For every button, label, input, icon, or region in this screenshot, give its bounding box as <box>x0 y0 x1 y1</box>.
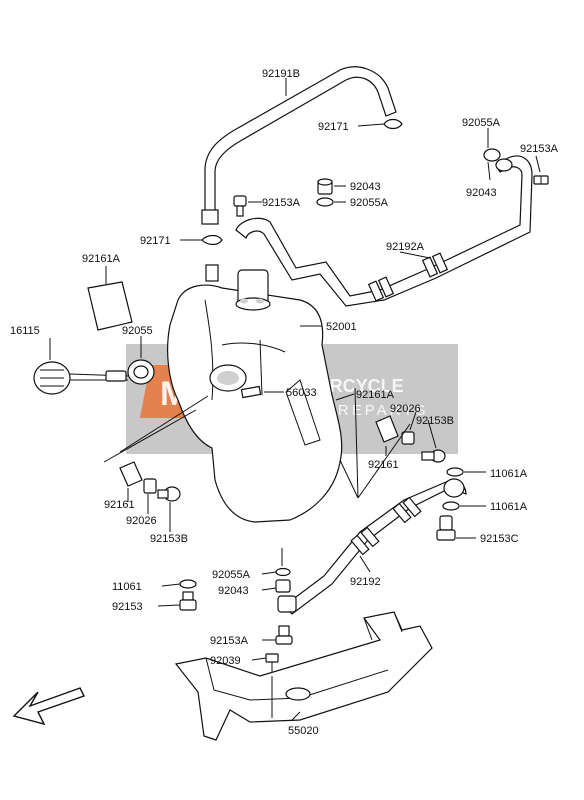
label-92161-left: 92161 <box>104 499 135 511</box>
hose-clamp-92171-top <box>383 118 403 130</box>
label-11061: 11061 <box>112 581 142 593</box>
label-92153a-mid: 92153A <box>262 197 301 209</box>
label-92153b-left: 92153B <box>150 533 188 545</box>
label-16115: 16115 <box>10 325 40 337</box>
gasket-92055 <box>127 359 155 385</box>
label-92161-right: 92161 <box>368 459 399 471</box>
breather-hose-92191b <box>201 66 397 225</box>
label-92055a-top: 92055A <box>462 117 501 129</box>
hose-clamp-92171-mid <box>201 234 223 282</box>
washer-92055a-top <box>483 148 501 162</box>
cap-92043-low <box>275 579 291 593</box>
label-92192a: 92192A <box>386 241 425 253</box>
collar-92026-left <box>143 478 157 494</box>
label-52001: 52001 <box>326 321 357 333</box>
washer-92055a-low <box>275 567 291 577</box>
fuel-cap-16115 <box>33 361 129 395</box>
label-92153: 92153 <box>112 601 143 613</box>
pad-92161a-left <box>87 281 133 331</box>
bushing-92161-right <box>375 415 399 443</box>
fuel-tank <box>167 269 343 523</box>
label-92055a-low: 92055A <box>212 569 251 581</box>
part-number-labels: 92191B 92171 92055A 92153A 92043 92043 9… <box>10 68 559 737</box>
label-92171-top: 92171 <box>318 121 349 133</box>
label-92039: 92039 <box>210 655 241 667</box>
bolt-92153a-mid <box>233 195 247 217</box>
label-92043-right: 92043 <box>466 187 497 199</box>
skid-plate-55020 <box>174 611 433 741</box>
washer-92055a-mid <box>316 197 334 207</box>
label-92192: 92192 <box>350 576 381 588</box>
cap-92043-mid <box>317 178 333 195</box>
leader-lines <box>49 78 541 721</box>
label-92161a-right: 92161A <box>356 389 395 401</box>
bolt-92153a-low <box>275 625 293 645</box>
label-92043-mid: 92043 <box>350 181 381 193</box>
label-56033: 56033 <box>286 387 317 399</box>
label-92026-left: 92026 <box>126 515 157 527</box>
washer-11061 <box>179 579 197 589</box>
fuel-hose-92192 <box>277 478 467 615</box>
label-92043-low: 92043 <box>218 585 249 597</box>
label-92153a-top-right: 92153A <box>520 143 559 155</box>
bolt-92153b-right <box>421 449 446 463</box>
label-92161a-left: 92161A <box>82 253 121 265</box>
label-92153c: 92153C <box>480 533 519 545</box>
label-11061a-2: 11061A <box>490 501 528 513</box>
banjo-bolt-92153c <box>436 515 456 541</box>
collar-92026-right <box>401 431 415 445</box>
washer-11061a-1 <box>446 467 464 477</box>
washer-11061a-2 <box>442 501 460 511</box>
label-92026-right: 92026 <box>390 403 421 415</box>
fuel-hose-92192a <box>235 155 533 307</box>
label-92171-mid: 92171 <box>140 235 171 247</box>
label-92055a-mid: 92055A <box>350 197 389 209</box>
label-55020: 55020 <box>288 725 319 737</box>
bolt-92153a-top-right <box>533 175 549 185</box>
bolt-92153b-left <box>157 486 181 502</box>
bushing-92161-left <box>119 461 143 487</box>
direction-arrow-icon <box>12 687 85 726</box>
label-92055: 92055 <box>122 325 153 337</box>
label-92191b: 92191B <box>262 68 300 80</box>
label-92153a-low: 92153A <box>210 635 249 647</box>
label-11061a-1: 11061A <box>490 468 528 480</box>
bolt-92153 <box>179 591 197 611</box>
label-92153b-right: 92153B <box>416 415 454 427</box>
